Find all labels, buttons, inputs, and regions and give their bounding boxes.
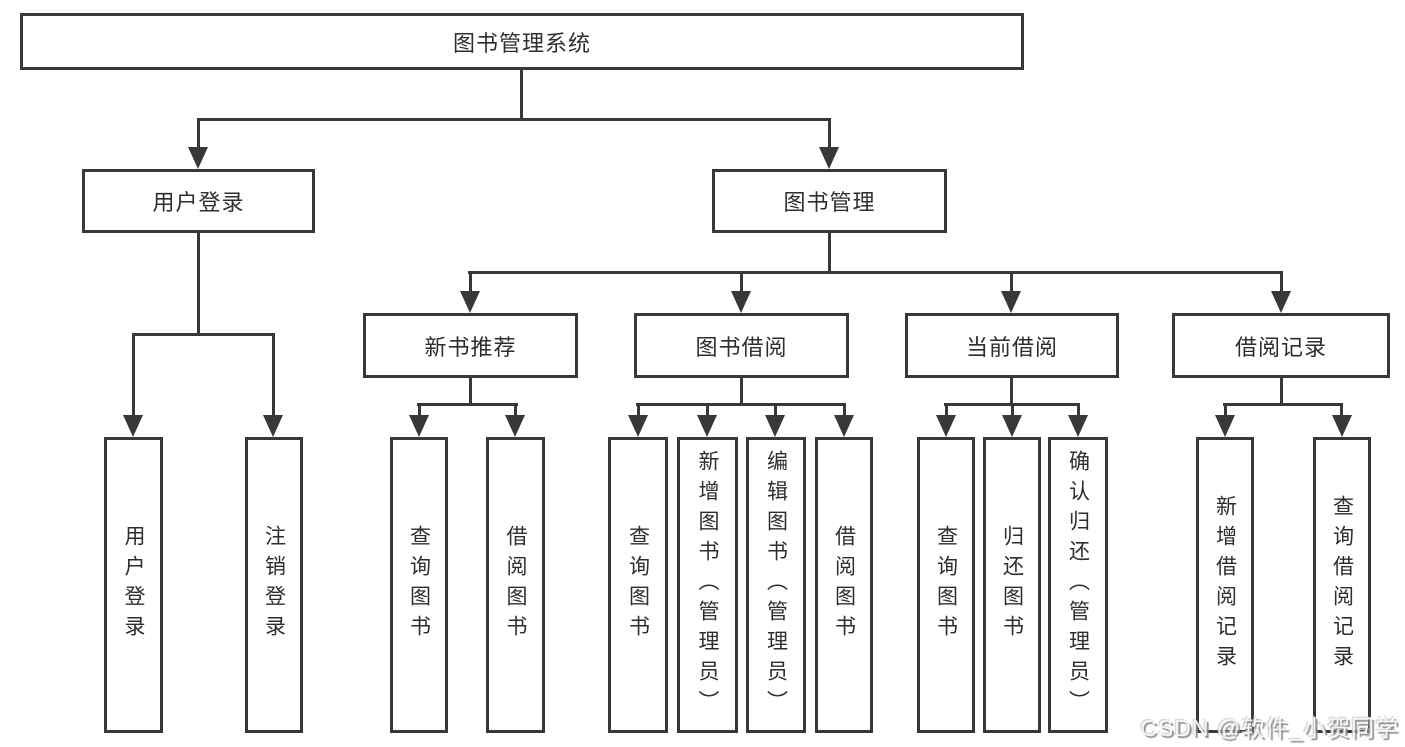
leaf-bookborrow-edit: 编辑图书（管理员）: [746, 437, 806, 733]
node-user-login-label: 用户登录: [152, 190, 245, 215]
arrowhead-down-icon: [460, 291, 480, 313]
connector-line: [740, 271, 743, 292]
connector-line: [1223, 403, 1343, 406]
leaf-currentborrow-confirm: 确认归还（管理员）: [1048, 437, 1108, 733]
node-book-borrow-label: 图书借阅: [695, 334, 788, 360]
node-book-borrow: 图书借阅: [634, 313, 849, 378]
arrowhead-down-icon: [731, 291, 751, 313]
leaf-borrowrecord-query-label: 查询借阅记录: [1330, 495, 1354, 675]
connector-line: [520, 70, 523, 120]
node-new-book-recommend-label: 新书推荐: [424, 334, 517, 360]
node-current-borrow: 当前借阅: [905, 313, 1119, 378]
arrowhead-down-icon: [263, 415, 283, 437]
leaf-logout-label: 注销登录: [262, 525, 286, 645]
arrowhead-down-icon: [834, 415, 854, 437]
leaf-currentborrow-query-label: 查询图书: [934, 525, 958, 645]
leaf-borrowrecord-add-label: 新增借阅记录: [1213, 495, 1237, 675]
connector-line: [417, 403, 518, 406]
leaf-user-login-label: 用户登录: [122, 525, 145, 645]
connector-line: [740, 378, 743, 405]
leaf-bookborrow-add: 新增图书（管理员）: [677, 437, 738, 733]
arrowhead-down-icon: [1068, 415, 1088, 437]
node-book-management: 图书管理: [712, 169, 947, 233]
leaf-newbook-borrow: 借阅图书: [486, 437, 545, 733]
leaf-newbook-query: 查询图书: [390, 437, 448, 733]
connector-line: [1010, 378, 1013, 405]
arrowhead-down-icon: [505, 415, 525, 437]
arrowhead-down-icon: [1002, 415, 1022, 437]
leaf-borrowrecord-add: 新增借阅记录: [1196, 437, 1254, 733]
leaf-currentborrow-query: 查询图书: [917, 437, 975, 733]
connector-line: [636, 403, 846, 406]
connector-line: [828, 118, 831, 149]
connector-line: [1011, 403, 1014, 416]
node-book-management-label: 图书管理: [783, 190, 876, 215]
leaf-bookborrow-add-label: 新增图书（管理员）: [696, 450, 719, 720]
connector-line: [945, 403, 948, 416]
connector-line: [828, 233, 831, 274]
leaf-currentborrow-return: 归还图书: [983, 437, 1041, 733]
connector-line: [197, 118, 831, 121]
csdn-watermark: CSDN @软件_小贺同学: [1140, 715, 1399, 741]
node-user-login: 用户登录: [82, 169, 315, 233]
leaf-borrowrecord-query: 查询借阅记录: [1313, 437, 1371, 733]
connector-line: [272, 333, 275, 416]
connector-line: [1077, 403, 1080, 416]
leaf-newbook-borrow-label: 借阅图书: [504, 525, 527, 645]
leaf-bookborrow-query-label: 查询图书: [626, 525, 650, 645]
connector-line: [469, 378, 472, 405]
leaf-logout: 注销登录: [245, 437, 303, 733]
connector-line: [132, 333, 135, 416]
leaf-bookborrow-query: 查询图书: [608, 437, 668, 733]
arrowhead-down-icon: [1001, 291, 1021, 313]
arrowhead-down-icon: [697, 415, 717, 437]
arrowhead-down-icon: [123, 415, 143, 437]
connector-line: [706, 403, 709, 416]
connector-line: [1340, 403, 1343, 416]
node-root: 图书管理系统: [20, 13, 1024, 70]
leaf-user-login: 用户登录: [104, 437, 163, 733]
connector-line: [418, 403, 421, 416]
leaf-currentborrow-confirm-label: 确认归还（管理员）: [1066, 450, 1090, 720]
node-root-label: 图书管理系统: [452, 30, 591, 56]
arrowhead-down-icon: [936, 415, 956, 437]
connector-line: [1280, 378, 1283, 405]
arrowhead-down-icon: [409, 415, 429, 437]
arrowhead-down-icon: [1215, 415, 1235, 437]
node-borrow-record: 借阅记录: [1172, 313, 1390, 378]
connector-line: [843, 403, 846, 416]
connector-line: [469, 271, 472, 292]
leaf-currentborrow-return-label: 归还图书: [1000, 525, 1024, 645]
connector-line: [637, 403, 640, 416]
leaf-bookborrow-edit-label: 编辑图书（管理员）: [764, 450, 788, 720]
connector-line: [468, 271, 1282, 274]
arrowhead-down-icon: [628, 415, 648, 437]
connector-line: [132, 333, 275, 336]
node-current-borrow-label: 当前借阅: [965, 334, 1058, 360]
arrowhead-down-icon: [765, 415, 785, 437]
connector-line: [774, 403, 777, 416]
arrowhead-down-icon: [1332, 415, 1352, 437]
node-borrow-record-label: 借阅记录: [1234, 334, 1327, 360]
connector-line: [1224, 403, 1227, 416]
leaf-newbook-query-label: 查询图书: [407, 525, 431, 645]
leaf-bookborrow-borrow: 借阅图书: [815, 437, 873, 733]
arrowhead-down-icon: [1271, 291, 1291, 313]
leaf-bookborrow-borrow-label: 借阅图书: [832, 525, 856, 645]
connector-line: [514, 403, 517, 416]
arrowhead-down-icon: [188, 147, 208, 169]
arrowhead-down-icon: [819, 147, 839, 169]
node-new-book-recommend: 新书推荐: [363, 313, 578, 378]
connector-line: [1280, 271, 1283, 292]
connector-line: [197, 233, 200, 336]
connector-line: [197, 118, 200, 149]
connector-line: [1010, 271, 1013, 292]
